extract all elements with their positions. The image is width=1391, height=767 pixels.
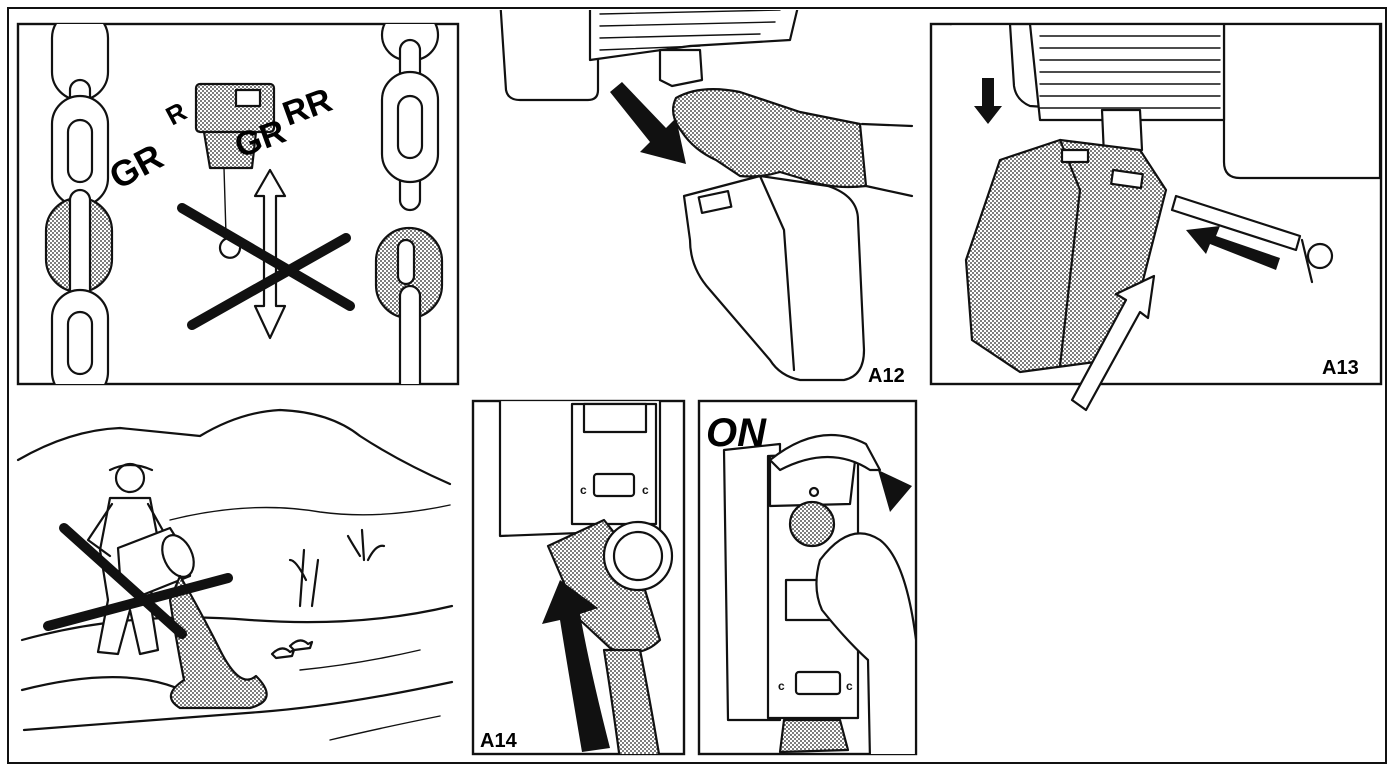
figure-label-a13: A13 xyxy=(1322,357,1359,379)
switch-on-label: ON xyxy=(706,411,767,455)
gloved-hand xyxy=(673,89,866,187)
panel-a12 xyxy=(500,0,912,380)
hills xyxy=(18,410,450,484)
figure-label-a12: A12 xyxy=(868,365,905,387)
panel-switch-on: c c ON xyxy=(699,401,916,760)
plant xyxy=(290,550,318,606)
unit-housing-right xyxy=(1220,24,1380,178)
svg-text:c: c xyxy=(642,483,649,497)
panel-chain-noise: GR R GR RR xyxy=(18,10,458,400)
duck xyxy=(272,648,294,658)
svg-text:c: c xyxy=(778,679,785,693)
switch-knob xyxy=(790,502,834,546)
panel-a14: c c A14 xyxy=(473,400,684,760)
pull-down-arrow-icon xyxy=(610,82,686,164)
unit-housing xyxy=(500,0,598,100)
svg-text:c: c xyxy=(580,483,587,497)
panel-a13: A13 xyxy=(931,24,1381,410)
svg-text:c: c xyxy=(846,679,853,693)
panel-no-dumping xyxy=(18,410,452,740)
figure-label-a14: A14 xyxy=(480,730,518,752)
poured-liquid xyxy=(170,576,267,708)
